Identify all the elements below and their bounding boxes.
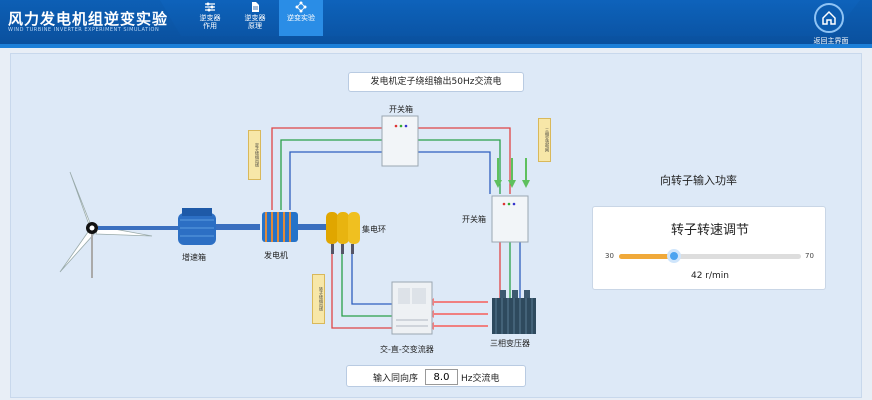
header-bevel	[160, 0, 860, 36]
tab-label: 原理	[248, 22, 262, 30]
wire-red-stator	[271, 127, 382, 210]
home-label: 返回主界面	[813, 37, 849, 45]
tab-label: 逆变器	[244, 14, 266, 22]
converter-cabinet	[391, 281, 433, 335]
transformer-label: 三相变压器	[490, 339, 530, 348]
document-icon	[252, 2, 259, 12]
wire-green-stator	[280, 139, 382, 210]
frequency-box: 输入同向序 Hz交流电	[346, 365, 526, 387]
tab-label: 逆变实验	[287, 14, 315, 22]
stator-winding-label: 定子绕组出线	[248, 130, 261, 180]
speed-slider[interactable]	[619, 249, 801, 263]
speed-value: 42 r/min	[690, 271, 730, 281]
switch-box-right	[491, 195, 529, 243]
home-button[interactable]	[814, 3, 844, 33]
slip-ring-label: 集电环	[362, 225, 386, 234]
network-icon	[295, 1, 307, 13]
slip-ring	[326, 212, 360, 254]
frequency-prefix: 输入同向序	[373, 374, 419, 384]
speed-slider-thumb[interactable]	[666, 249, 681, 263]
gearbox-label: 增速箱	[182, 253, 206, 262]
stator-output-label: 发电机定子绕组输出50Hz交流电	[348, 72, 524, 92]
switch-box-top-label: 开关箱	[389, 105, 413, 114]
wire-blue-stator	[289, 151, 382, 210]
rotor-winding-label: 转子绕组出线	[312, 274, 325, 324]
home-icon	[822, 10, 836, 25]
generator	[262, 212, 328, 242]
speed-slider-fill	[619, 254, 674, 259]
speed-max-label: 70	[805, 252, 814, 260]
app-header: 风力发电机组逆变实验 WIND TURBINE INVERTER EXPERIM…	[0, 0, 872, 48]
tab-inverter-function[interactable]: 逆变器 作用	[188, 0, 232, 36]
rotor-power-label: 向转子输入功率	[660, 174, 737, 187]
tab-inverter-experiment[interactable]: 逆变实验	[279, 0, 323, 36]
app-subtitle: WIND TURBINE INVERTER EXPERIMENT SIMULAT…	[8, 27, 160, 33]
speed-control-card: 转子转速调节 30 70 42 r/min	[592, 206, 826, 290]
converter-label: 交-直-交变流器	[380, 345, 434, 354]
tab-inverter-principle[interactable]: 逆变器 原理	[233, 0, 277, 36]
gearbox	[178, 208, 260, 245]
frequency-suffix: Hz交流电	[461, 374, 500, 384]
grid-label: 三相交流电网	[538, 118, 551, 162]
tab-label: 作用	[203, 22, 217, 30]
wind-turbine	[59, 171, 178, 278]
speed-min-label: 30	[605, 252, 614, 260]
sliders-icon	[205, 2, 215, 12]
speed-control-title: 转子转速调节	[670, 223, 749, 238]
app-title: 风力发电机组逆变实验	[8, 10, 169, 28]
tab-label: 逆变器	[199, 14, 221, 22]
frequency-input[interactable]	[425, 369, 458, 385]
transformer	[492, 290, 536, 334]
header-accent	[0, 44, 872, 48]
switch-box-right-label: 开关箱	[462, 215, 486, 224]
generator-label: 发电机	[264, 251, 288, 260]
switch-box-top	[381, 115, 419, 167]
